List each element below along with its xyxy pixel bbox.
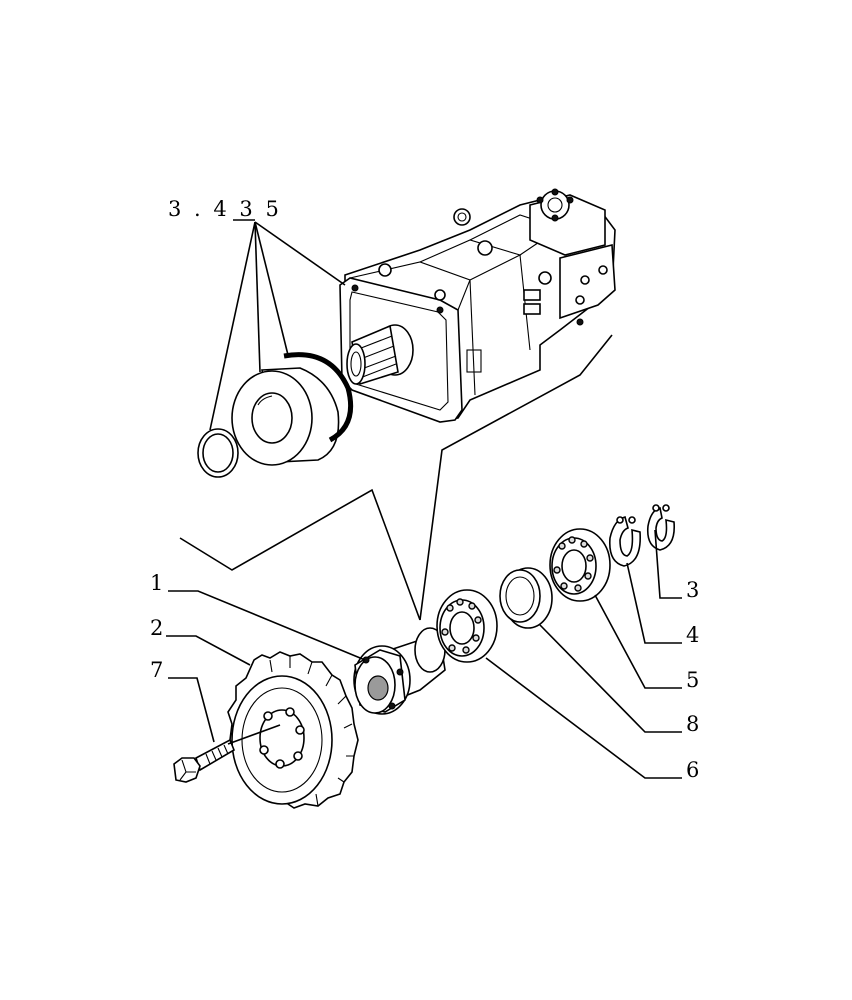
gear-2 (227, 651, 359, 809)
ball-bearing-5 (549, 528, 611, 602)
hydraulic-pump (339, 188, 616, 423)
circlip-3 (646, 504, 676, 551)
seal-group-3435 (197, 352, 354, 478)
callout-7: 7 (150, 658, 163, 682)
bolt-7 (173, 738, 235, 783)
o-ring-small (197, 428, 239, 478)
callout-6: 6 (686, 758, 699, 782)
callout-8: 8 (686, 712, 699, 736)
large-seal-ring (283, 352, 354, 443)
leader-lines (166, 219, 682, 779)
labels: 3 . 4 3 5 1 2 7 3 4 5 8 6 (150, 197, 699, 782)
callout-1: 1 (150, 571, 163, 595)
reference-label-3435: 3 . 4 3 5 (168, 197, 282, 221)
spacer-ring-8 (499, 567, 553, 629)
callout-4: 4 (686, 623, 699, 647)
shaft-hub (353, 627, 446, 715)
callout-2: 2 (150, 616, 163, 640)
callout-5: 5 (686, 668, 699, 692)
flange-sleeve (231, 367, 340, 466)
circlip-4 (608, 516, 641, 567)
ball-bearing-6 (436, 589, 498, 663)
callout-3: 3 (686, 578, 699, 602)
